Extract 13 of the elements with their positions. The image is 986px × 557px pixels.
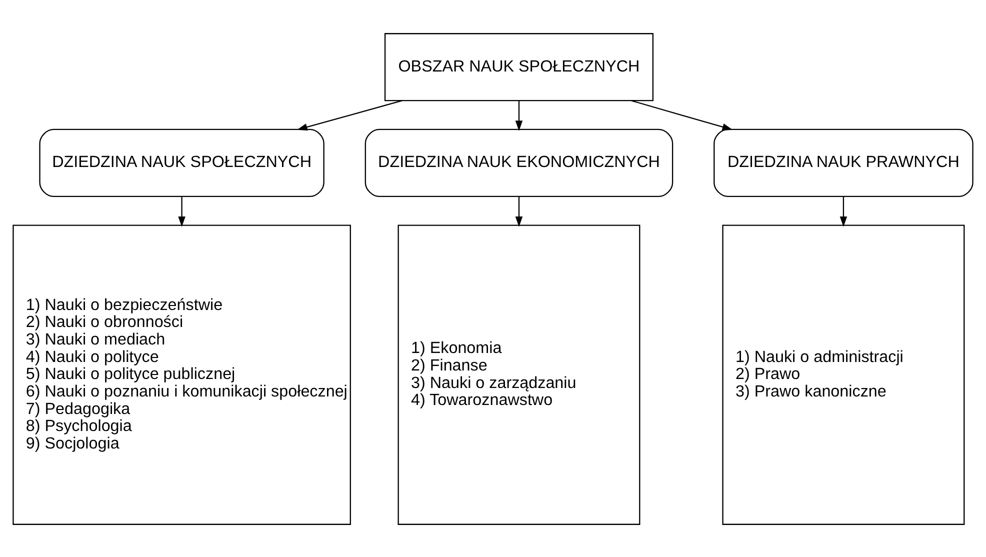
arrow xyxy=(296,100,402,130)
node-box: DZIEDZINA NAUK PRAWNYCH xyxy=(714,128,974,197)
node-box: DZIEDZINA NAUK SPOŁECZNYCH xyxy=(39,128,324,197)
arrow xyxy=(515,196,523,226)
arrow xyxy=(840,196,848,226)
node-box: 1) Nauki o administracji 2) Prawo 3) Prawo kanoniczne xyxy=(722,224,965,524)
node-box: DZIEDZINA NAUK EKONOMICZNYCH xyxy=(364,128,674,197)
node-box: 1) Ekonomia 2) Finanse 3) Nauki o zarządzaniu 4) Towaroznawstwo xyxy=(398,224,640,524)
node-box: OBSZAR NAUK SPOŁECZNYCH xyxy=(384,32,654,101)
arrow xyxy=(631,100,733,130)
arrow xyxy=(178,196,186,226)
node-box: 1) Nauki o bezpieczeństwie 2) Nauki o obronności 3) Nauki o mediach 4) Nauki o polityce 5) Nauki o polityce publicznej 6) Nauki o poznaniu i komunikacji społecznej 7) Pedagogika 8) Psychologia 9) Socjologia xyxy=(12,224,351,524)
arrow xyxy=(515,100,523,130)
